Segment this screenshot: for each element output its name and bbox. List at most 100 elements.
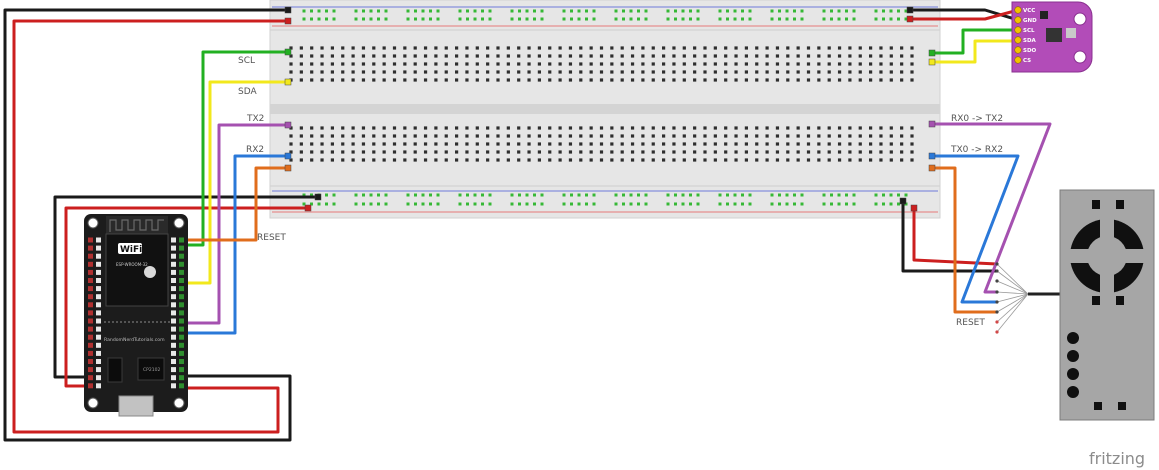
- breadboard-hole: [796, 150, 800, 154]
- rail-hole: [510, 193, 514, 197]
- rail-hole: [429, 202, 432, 206]
- breadboard-hole: [765, 46, 769, 50]
- esp32-pad: [171, 294, 176, 300]
- label-rx2: RX2: [246, 145, 264, 155]
- breadboard-hole: [672, 46, 676, 50]
- esp32-pin: [179, 261, 184, 267]
- breadboard-hole: [837, 70, 842, 74]
- breadboard-hole: [444, 126, 448, 130]
- breadboard-hole: [299, 54, 303, 58]
- rail-hole: [889, 17, 893, 21]
- breadboard-hole: [869, 78, 873, 82]
- breadboard-hole: [755, 70, 759, 74]
- breadboard-hole: [475, 126, 479, 130]
- breadboard-hole: [651, 158, 655, 162]
- breadboard-hole: [579, 158, 583, 162]
- esp32-pin: [179, 310, 184, 316]
- esp32-pad: [171, 269, 176, 275]
- rail-hole: [748, 193, 752, 197]
- breadboard-hole: [403, 150, 407, 154]
- breadboard-hole: [889, 126, 893, 130]
- rail-hole: [622, 17, 625, 21]
- breadboard-hole: [713, 62, 717, 66]
- breadboard-hole: [537, 150, 541, 154]
- breadboard-hole: [755, 150, 759, 154]
- breadboard-hole: [765, 158, 769, 162]
- breadboard-hole: [579, 78, 583, 82]
- breadboard-hole: [889, 46, 893, 50]
- rail-hole: [525, 17, 529, 21]
- rail-hole: [473, 193, 477, 197]
- rail-hole: [414, 17, 417, 21]
- breadboard-hole: [548, 126, 552, 130]
- breadboard-hole: [713, 126, 717, 130]
- esp32-pin: [179, 302, 184, 308]
- espressif-logo-icon: [144, 266, 156, 278]
- rail-hole: [614, 202, 618, 206]
- breadboard-hole: [765, 142, 769, 146]
- breadboard-hole: [351, 54, 355, 58]
- rail-hole: [429, 193, 432, 197]
- rail-hole: [436, 193, 440, 197]
- sensor-pin-label: VCC: [1023, 8, 1035, 14]
- breadboard-hole: [506, 150, 510, 154]
- breadboard-hole: [486, 142, 490, 146]
- breadboard-hole: [341, 126, 345, 130]
- breadboard-hole: [589, 78, 593, 82]
- wire-end: [284, 121, 292, 129]
- breadboard-hole: [651, 78, 655, 82]
- breadboard-hole: [889, 78, 893, 82]
- breadboard-hole: [879, 150, 883, 154]
- breadboard-hole: [548, 78, 552, 82]
- esp32-pin: [88, 261, 93, 267]
- breadboard-hole: [630, 134, 635, 138]
- pm-lead-end: [995, 290, 999, 294]
- breadboard-hole: [713, 70, 717, 74]
- breadboard-hole: [527, 54, 531, 58]
- pm-lead-end: [995, 279, 999, 283]
- wire-red-inner: [64, 206, 308, 388]
- esp32-pad: [96, 367, 101, 373]
- breadboard-hole: [392, 62, 397, 66]
- rail-hole: [377, 202, 380, 206]
- breadboard-hole: [837, 46, 842, 50]
- breadboard-hole: [599, 158, 604, 162]
- breadboard-hole: [517, 78, 521, 82]
- breadboard-hole: [662, 158, 666, 162]
- breadboard-hole: [372, 54, 376, 58]
- esp32-pad: [171, 359, 176, 364]
- label-reset-right: RESET: [956, 318, 985, 328]
- breadboard-hole: [755, 46, 759, 50]
- breadboard-hole: [610, 158, 614, 162]
- breadboard-hole: [889, 54, 893, 58]
- breadboard-hole: [599, 62, 604, 66]
- pm-lead: [996, 293, 1029, 323]
- rail-hole: [525, 193, 529, 197]
- wire-end: [284, 6, 292, 14]
- breadboard-hole: [434, 134, 438, 138]
- rail-hole: [889, 9, 893, 13]
- breadboard-hole: [879, 126, 883, 130]
- rail-hole: [562, 17, 566, 21]
- breadboard-hole: [765, 78, 769, 82]
- wire-end: [928, 58, 936, 66]
- esp32-pin: [88, 245, 93, 251]
- rail-hole: [332, 9, 336, 13]
- breadboard-hole: [910, 70, 914, 74]
- breadboard-hole: [682, 142, 686, 146]
- breadboard-hole: [630, 142, 635, 146]
- breadboard-hole: [465, 46, 469, 50]
- breadboard-hole: [848, 126, 852, 130]
- breadboard-hole: [558, 70, 562, 74]
- breadboard-hole: [568, 158, 573, 162]
- wire-green-sensor-scl: [932, 28, 1018, 55]
- breadboard-hole: [423, 70, 428, 74]
- breadboard-hole: [786, 62, 790, 66]
- breadboard-hole: [496, 78, 500, 82]
- breadboard-hole: [610, 46, 614, 50]
- esp32-pad: [96, 245, 101, 251]
- breadboard-hole: [434, 126, 438, 130]
- rail-hole: [718, 202, 722, 206]
- breadboard-hole: [548, 134, 552, 138]
- breadboard-hole: [796, 62, 800, 66]
